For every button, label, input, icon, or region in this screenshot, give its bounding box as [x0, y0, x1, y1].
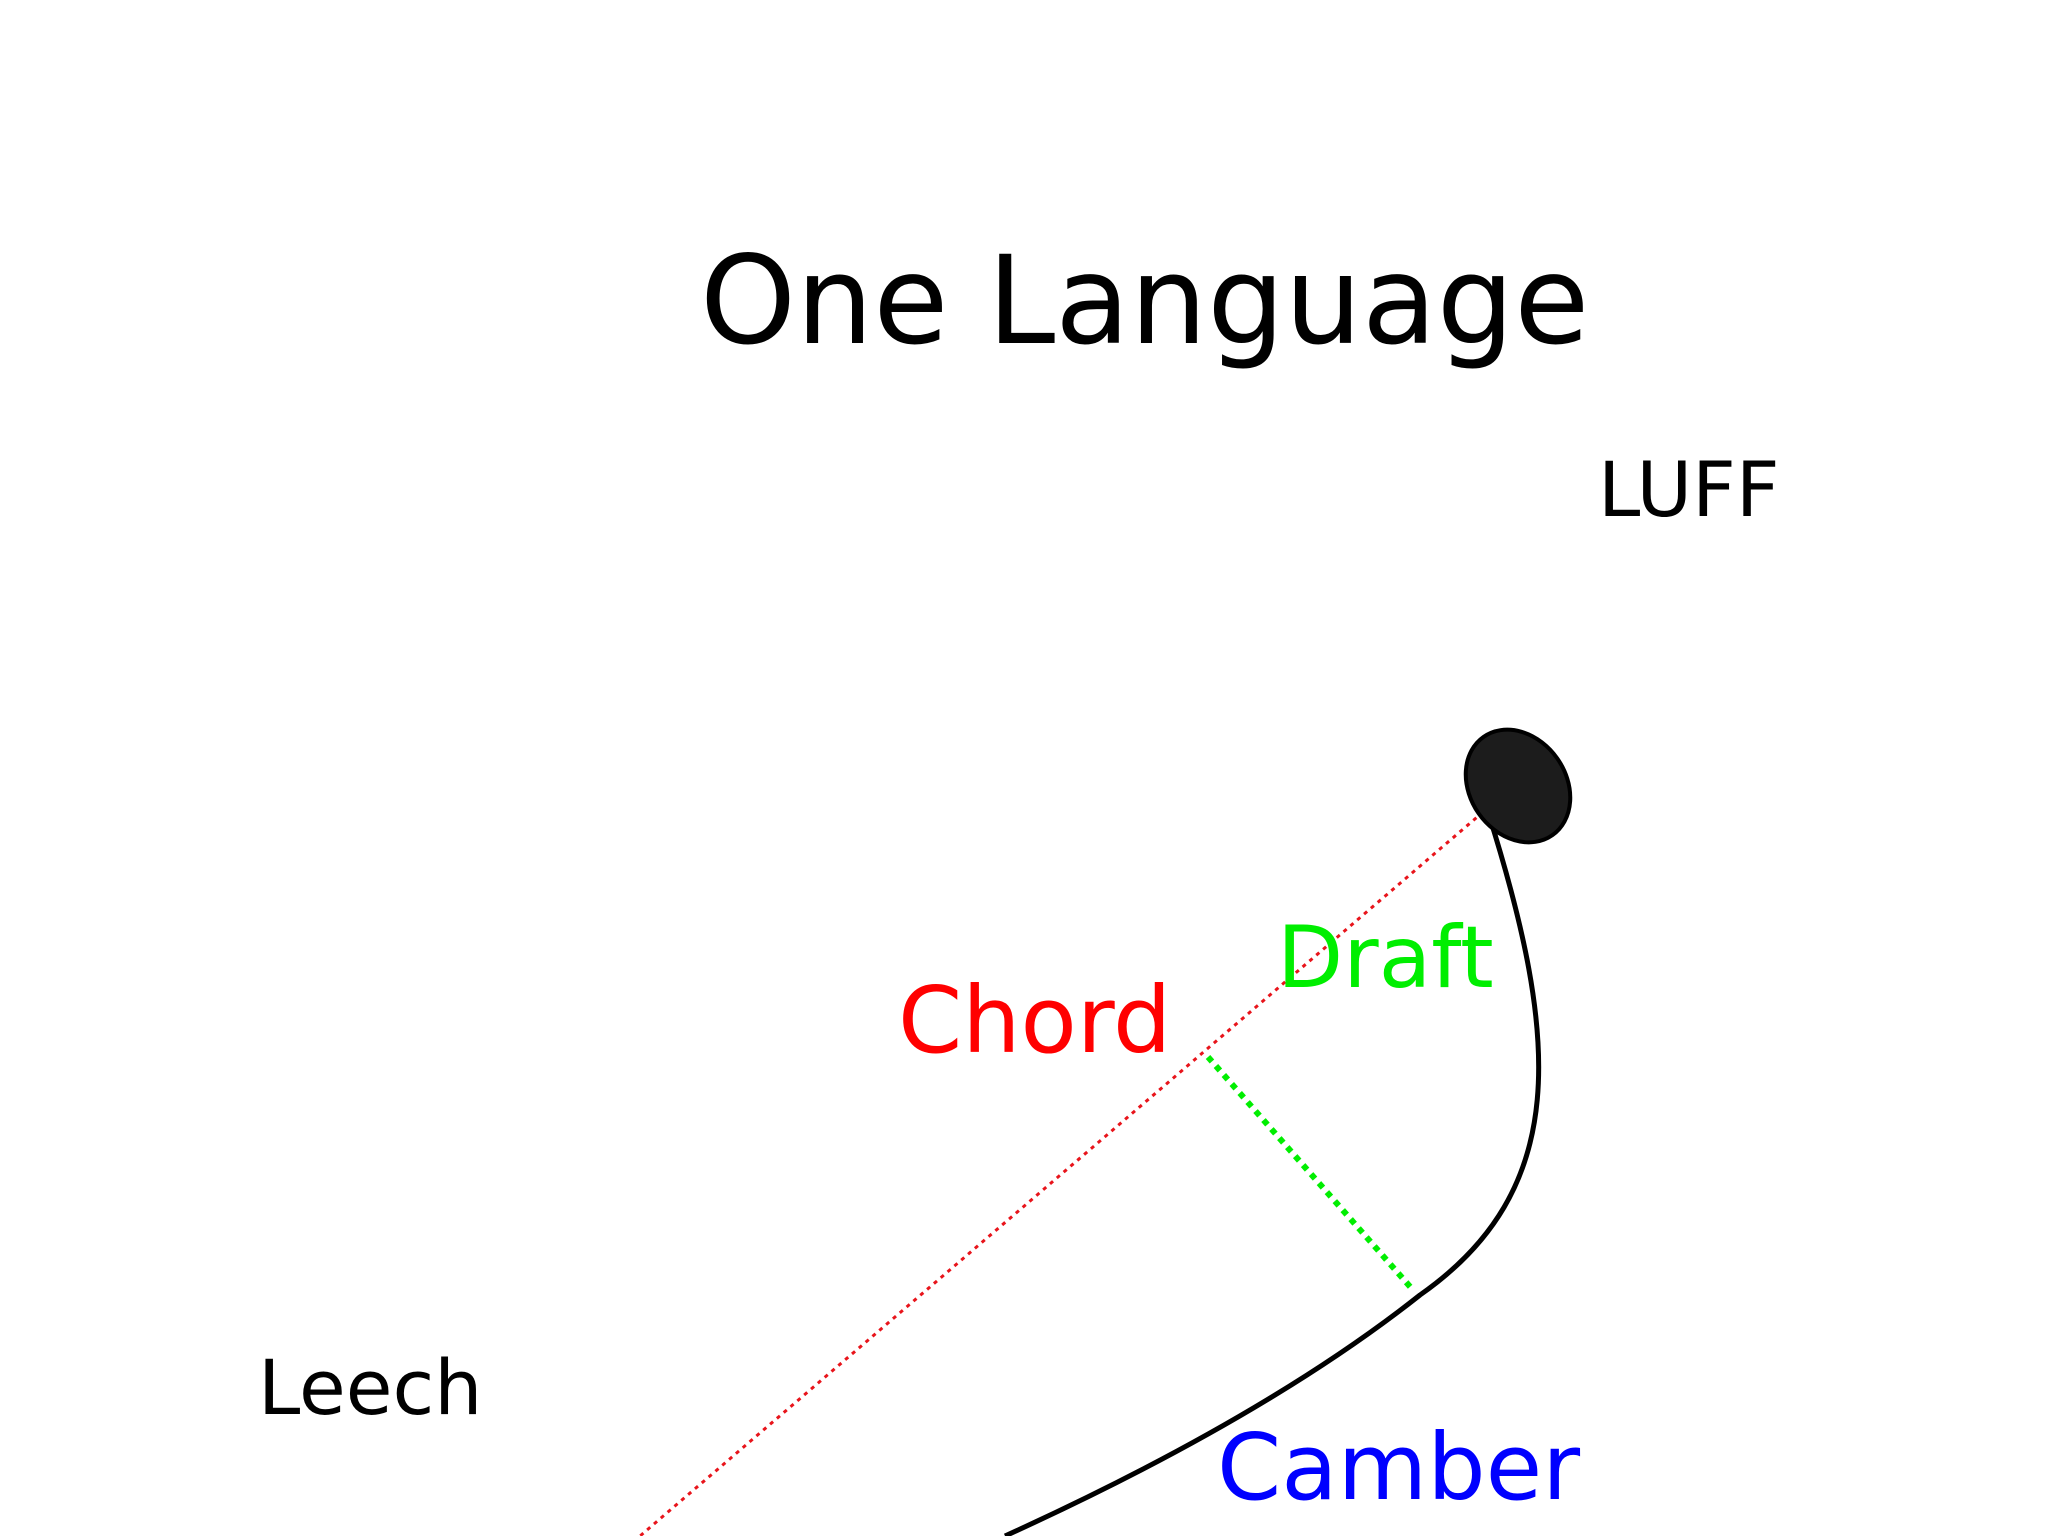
camber-label: Camber	[1217, 1414, 1581, 1521]
draft-label: Draft	[1277, 908, 1494, 1008]
mast-icon	[1463, 727, 1573, 845]
luff-label: LUFF	[1598, 445, 1780, 534]
chord-label: Chord	[898, 967, 1172, 1074]
sail-curve	[1003, 811, 1542, 1536]
chord-line	[639, 804, 1491, 1536]
draft-line	[1205, 1055, 1416, 1292]
slide-title: One Language	[700, 230, 1590, 372]
leech-label: Leech	[258, 1343, 483, 1432]
